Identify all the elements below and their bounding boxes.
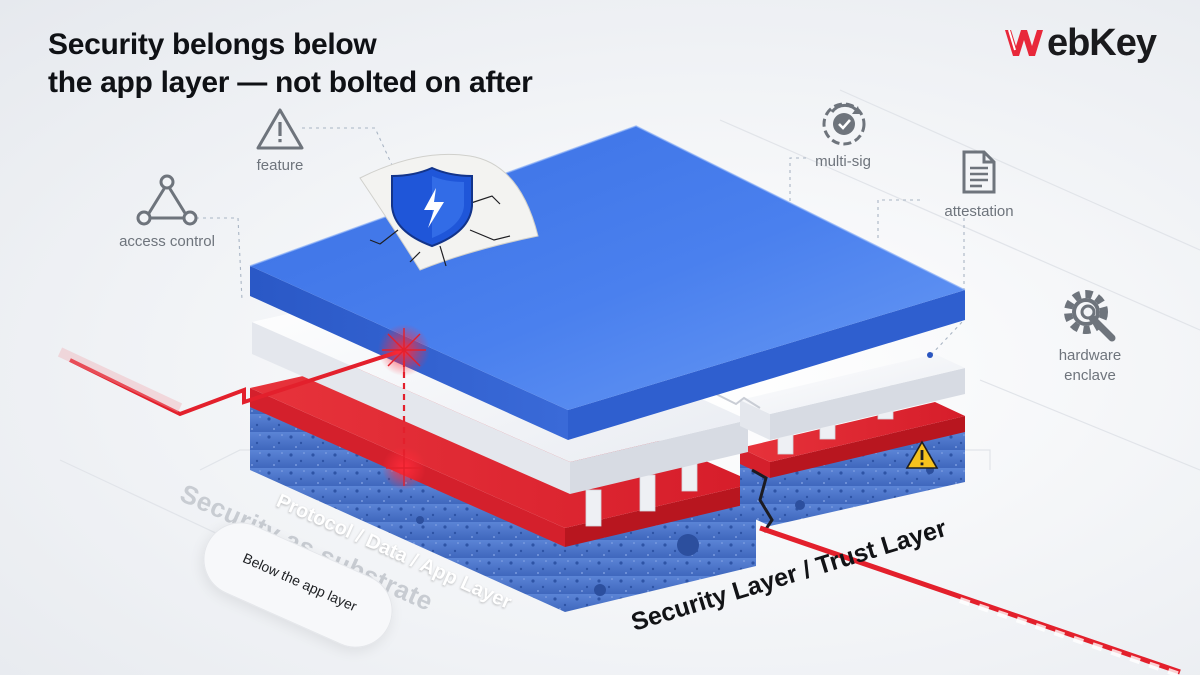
hardware-label-line1: hardware [1058,347,1122,364]
page-title: Security belongs below the app layer — n… [48,26,533,103]
connector-lines [196,127,965,357]
title-line-1: Security belongs below [48,28,377,61]
document-icon [962,150,996,194]
multi-sig-label: multi-sig [815,153,871,170]
lightning-icon [424,188,444,228]
access-graph-icon [136,174,198,226]
hardware-enclave-label: hardware enclave [1048,346,1132,387]
hardware-label-line2: enclave [1064,367,1116,385]
gear-wrench-icon [1064,290,1116,342]
security-layer-block [740,402,965,533]
attestation-label: attestation [944,203,1014,220]
access-control-label: access control [119,233,215,250]
warning-triangle-icon [256,108,304,150]
peeling-shield-sticker [359,153,539,271]
feature-label: feature [256,157,304,174]
title-line-2: the app layer — not bolted on after [48,66,533,100]
attack-path [57,324,1181,675]
webkey-logo-mark-icon [1004,29,1043,56]
brand-logo: ebKey [1003,22,1157,64]
gear-check-icon [822,102,866,146]
logo-text: ebKey [1046,22,1157,64]
